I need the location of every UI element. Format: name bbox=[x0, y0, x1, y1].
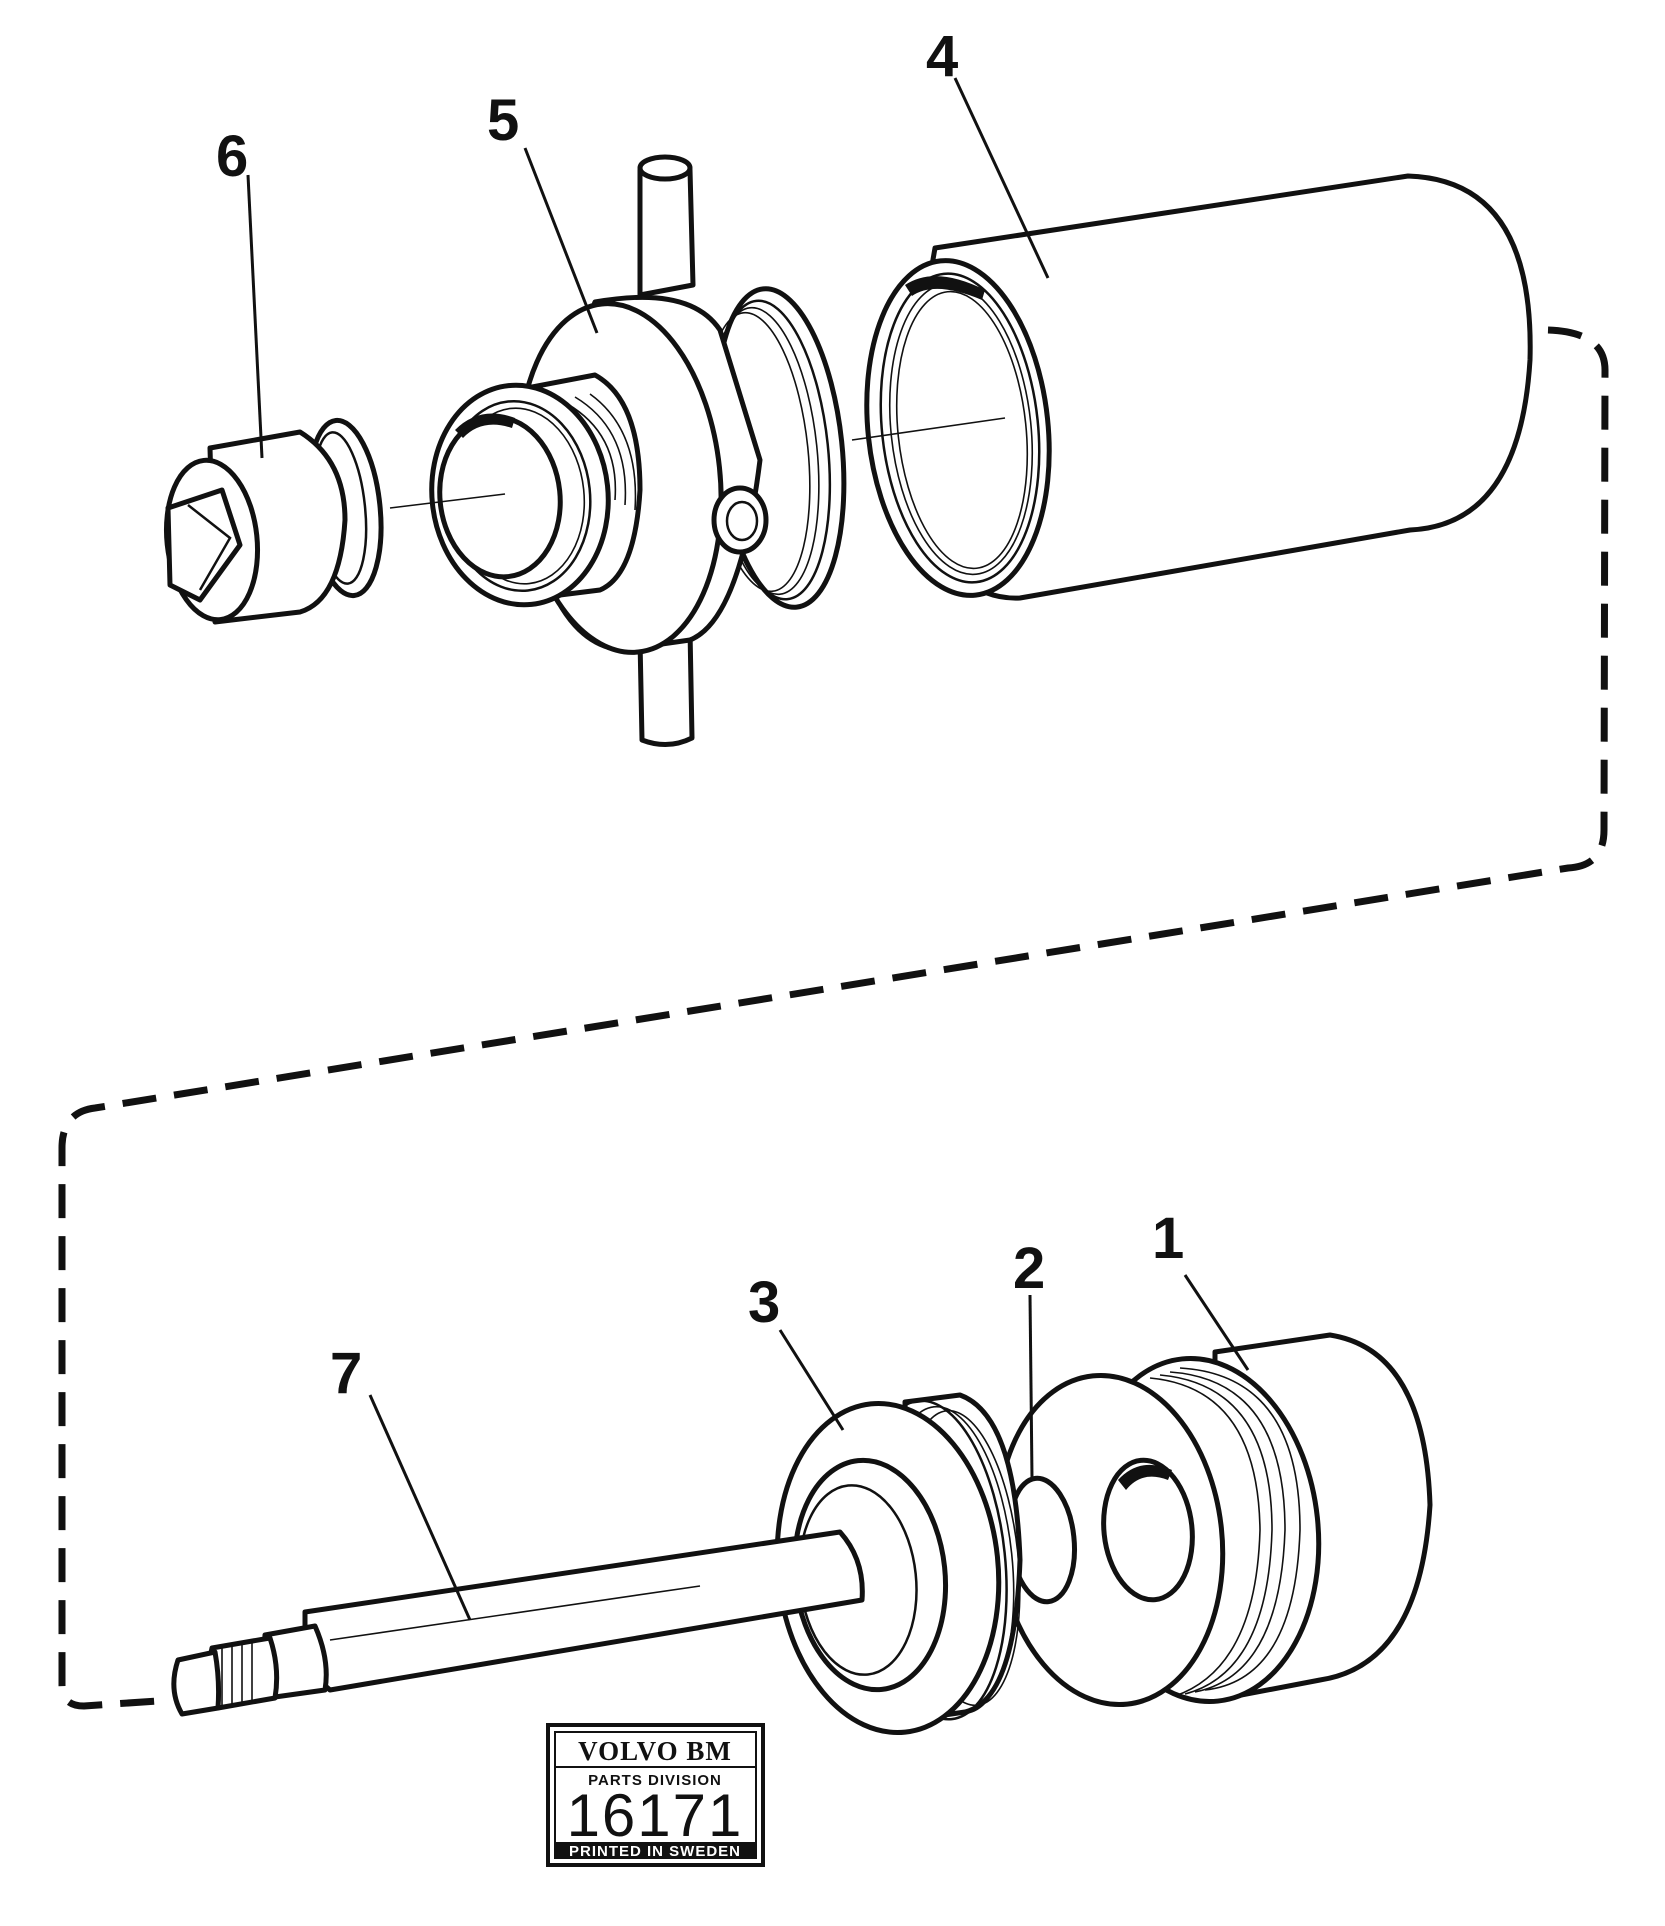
volvo-bm-stamp: VOLVO BM PARTS DIVISION 16171 PRINTED IN… bbox=[546, 1723, 765, 1867]
assembly-dashed-connector bbox=[58, 326, 1609, 1710]
callout-3: 3 bbox=[748, 1270, 780, 1335]
callout-4: 4 bbox=[926, 24, 958, 89]
part-7-piston-rod bbox=[171, 1529, 865, 1717]
callout-7: 7 bbox=[330, 1341, 362, 1406]
callout-6: 6 bbox=[216, 124, 248, 189]
callout-5: 5 bbox=[487, 88, 519, 153]
callout-1: 1 bbox=[1152, 1206, 1184, 1271]
stamp-division: PARTS DIVISION bbox=[588, 1772, 722, 1789]
callout-leaders bbox=[246, 77, 1250, 1621]
stamp-footer: PRINTED IN SWEDEN bbox=[569, 1843, 741, 1860]
part-4-cylinder-sleeve bbox=[851, 173, 1533, 601]
part-1-end-cap bbox=[994, 1332, 1433, 1708]
stamp-number: 16171 bbox=[567, 1782, 744, 1849]
part-5-cylinder-head bbox=[389, 154, 847, 747]
callout-2: 2 bbox=[1013, 1236, 1045, 1301]
part-6-valve-plug bbox=[163, 417, 384, 625]
stamp-brand: VOLVO BM bbox=[578, 1736, 732, 1766]
